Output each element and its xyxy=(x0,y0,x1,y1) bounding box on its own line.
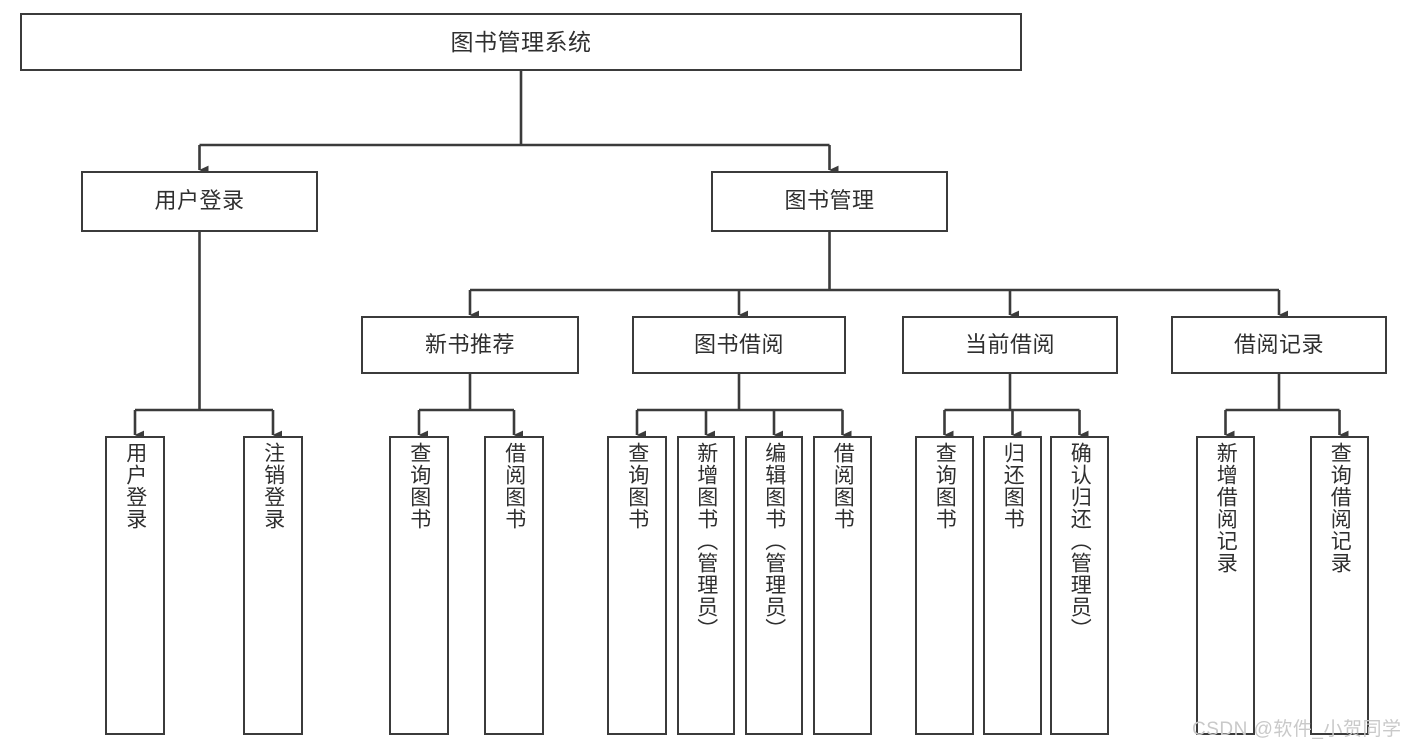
node-l9[interactable]: 查询图书 xyxy=(915,436,974,735)
node-label: 当前借阅 xyxy=(964,331,1055,357)
node-bookmgmt[interactable]: 图书管理 xyxy=(711,171,948,232)
node-root[interactable]: 图书管理系统 xyxy=(20,13,1022,71)
node-label: 确认归还（管理员） xyxy=(1068,442,1092,640)
node-label: 查询借阅记录 xyxy=(1328,442,1352,574)
node-l8[interactable]: 借阅图书 xyxy=(813,436,872,735)
node-label: 查询图书 xyxy=(933,442,957,530)
node-label: 查询图书 xyxy=(625,442,649,530)
node-label: 查询图书 xyxy=(407,442,431,530)
edge-group xyxy=(133,71,1349,440)
node-label: 借阅图书 xyxy=(502,442,526,530)
node-l10[interactable]: 归还图书 xyxy=(983,436,1042,735)
node-current[interactable]: 当前借阅 xyxy=(902,316,1118,374)
node-label: 图书借阅 xyxy=(693,331,784,357)
node-l4[interactable]: 借阅图书 xyxy=(484,436,544,735)
node-label: 新增借阅记录 xyxy=(1214,442,1238,574)
node-records[interactable]: 借阅记录 xyxy=(1171,316,1387,374)
node-label: 用户登录 xyxy=(154,188,245,214)
node-label: 编辑图书（管理员） xyxy=(762,442,786,640)
node-l12[interactable]: 新增借阅记录 xyxy=(1196,436,1255,735)
node-newbook[interactable]: 新书推荐 xyxy=(361,316,579,374)
node-label: 注销登录 xyxy=(261,442,285,530)
node-label: 图书管理系统 xyxy=(450,28,592,55)
node-l5[interactable]: 查询图书 xyxy=(607,436,667,735)
node-l11[interactable]: 确认归还（管理员） xyxy=(1050,436,1109,735)
node-l2[interactable]: 注销登录 xyxy=(243,436,303,735)
node-l13[interactable]: 查询借阅记录 xyxy=(1310,436,1369,735)
node-label: 借阅记录 xyxy=(1233,331,1324,357)
node-label: 归还图书 xyxy=(1001,442,1025,530)
node-l6[interactable]: 新增图书（管理员） xyxy=(677,436,735,735)
node-label: 图书管理 xyxy=(784,188,875,214)
node-login[interactable]: 用户登录 xyxy=(81,171,318,232)
node-l3[interactable]: 查询图书 xyxy=(389,436,449,735)
node-label: 用户登录 xyxy=(123,442,147,530)
node-l1[interactable]: 用户登录 xyxy=(105,436,165,735)
node-l7[interactable]: 编辑图书（管理员） xyxy=(745,436,803,735)
node-borrow[interactable]: 图书借阅 xyxy=(632,316,846,374)
watermark: CSDN @软件_小贺同学 xyxy=(1192,719,1402,740)
node-label: 新书推荐 xyxy=(424,331,515,357)
node-label: 新增图书（管理员） xyxy=(694,442,718,640)
node-label: 借阅图书 xyxy=(831,442,855,530)
